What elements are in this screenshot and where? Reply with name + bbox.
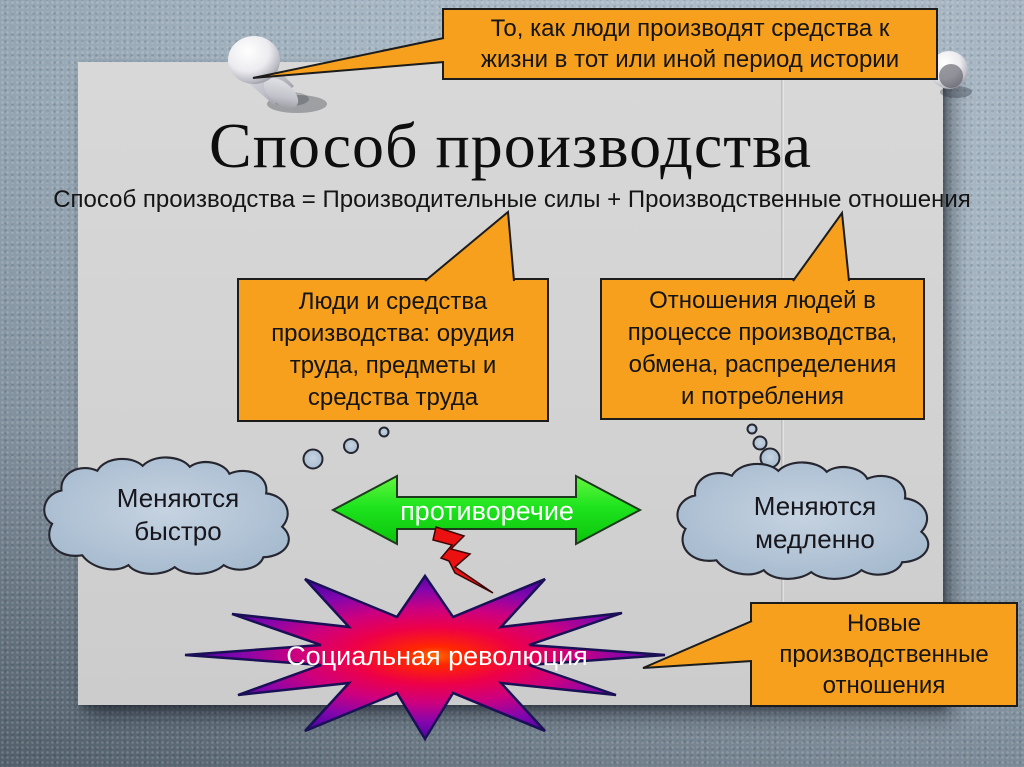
contradiction-label: противоречие	[400, 496, 574, 526]
production-relations-box: Отношения людей в процессе производства,…	[600, 278, 925, 420]
new-relations-box: Новые производственные отношения	[750, 602, 1018, 707]
definition-callout: То, как люди производят средства к жизни…	[442, 8, 938, 80]
slide-title: Способ производства	[209, 110, 812, 181]
left-cloud-label: Меняются быстро	[116, 483, 240, 546]
right-cloud-label: Меняются медленно	[753, 491, 877, 554]
revolution-label: Социальная революция	[286, 641, 588, 671]
productive-forces-box: Люди и средства производства: орудия тру…	[237, 278, 549, 422]
formula-text: Способ производства = Производительные с…	[53, 186, 971, 213]
